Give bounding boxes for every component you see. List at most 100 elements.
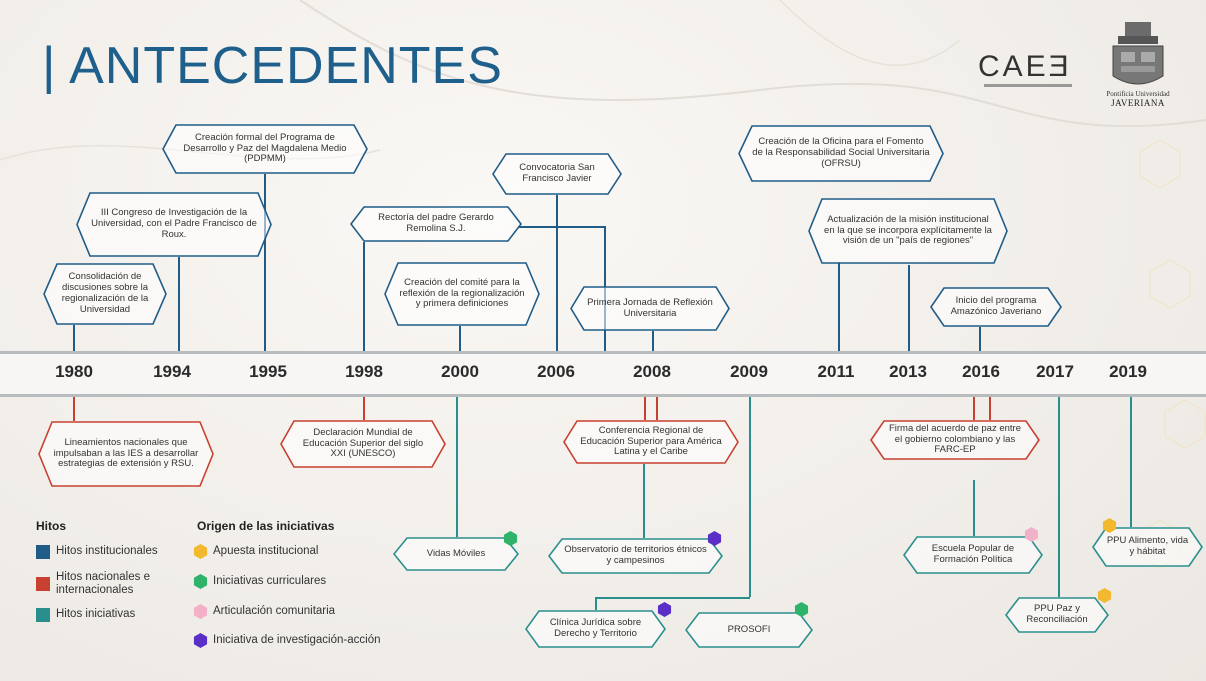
- year-label: 2016: [962, 362, 1000, 381]
- hexagon-frame: [930, 287, 1062, 327]
- connector: [73, 325, 75, 351]
- iniciativa-ppu-paz: PPU Paz y Reconciliación: [1005, 597, 1109, 633]
- iniciativa-clinica-juridica: Clínica Jurídica sobre Derecho y Territo…: [525, 610, 666, 648]
- connector: [595, 597, 597, 610]
- milestone-1998-institucional: Rectoría del padre Gerardo Remolina S.J.: [350, 206, 522, 242]
- legend-hitos-nacionales: Hitos nacionales e internacionales: [56, 571, 150, 596]
- hexagon-frame: [43, 263, 167, 325]
- iniciativa-observatorio: Observatorio de territorios étnicos y ca…: [548, 538, 723, 574]
- iniciativa-prosofi: PROSOFI: [685, 612, 813, 648]
- hexagon-frame: [570, 286, 730, 331]
- connector: [178, 257, 180, 351]
- year-label: 1995: [249, 362, 287, 381]
- connector: [264, 174, 266, 351]
- connector: [749, 397, 751, 597]
- hexagon-frame: [350, 206, 522, 242]
- hexagon-icon: [193, 604, 208, 619]
- hexagon-frame: [280, 420, 446, 468]
- year-label: 2017: [1036, 362, 1074, 381]
- hexagon-frame: [738, 125, 944, 182]
- year-label: 1980: [55, 362, 93, 381]
- year-label: 2011: [817, 362, 855, 381]
- hexagon-frame: [525, 610, 666, 648]
- connector: [73, 397, 75, 421]
- milestone-1980-nacional: Lineamientos nacionales que impulsaban a…: [38, 421, 214, 487]
- milestone-2016-nacional: Firma del acuerdo de paz entre el gobier…: [870, 420, 1040, 460]
- javeriana-subtitle: Pontificia Universidad: [1106, 90, 1170, 98]
- year-label: 2019: [1109, 362, 1147, 381]
- year-label: 1994: [153, 362, 191, 381]
- hexagon-frame: [563, 420, 739, 464]
- iniciativa-vidas-moviles: Vidas Móviles: [393, 537, 519, 571]
- connector: [644, 397, 646, 420]
- legend-investigacion: Iniciativa de investigación-acción: [213, 634, 381, 646]
- hexagon-frame: [808, 198, 1008, 264]
- hexagon-icon: [193, 544, 208, 559]
- iniciativa-escuela-popular: Escuela Popular de Formación Política: [903, 536, 1043, 574]
- connector: [519, 226, 605, 228]
- hexagon-icon: [503, 531, 518, 546]
- hexagon-frame: [76, 192, 272, 257]
- hexagon-icon: [794, 602, 809, 617]
- connector: [656, 397, 658, 420]
- legend-origen-title: Origen de las iniciativas: [197, 519, 335, 533]
- connector: [652, 331, 654, 351]
- year-label: 2013: [889, 362, 927, 381]
- hexagon-icon: [707, 531, 722, 546]
- caee-logo: CAEƎ: [978, 50, 1072, 83]
- year-label: 1998: [345, 362, 383, 381]
- connector: [1130, 397, 1132, 527]
- page-title: | ANTECEDENTES: [42, 37, 503, 95]
- year-label: 2000: [441, 362, 479, 381]
- year-label: 2006: [537, 362, 575, 381]
- hexagon-icon: [193, 633, 208, 648]
- legend-apuesta: Apuesta institucional: [213, 545, 319, 557]
- connector: [643, 464, 645, 538]
- legend-curriculares: Iniciativas curriculares: [213, 575, 327, 587]
- milestone-1994-institucional: III Congreso de Investigación de la Univ…: [76, 192, 272, 257]
- connector: [556, 195, 558, 351]
- connector: [973, 397, 975, 420]
- iniciativa-ppu-alimento: PPU Alimento, vida y hábitat: [1092, 527, 1203, 567]
- caee-logo-underline: [984, 84, 1072, 87]
- milestone-2000-institucional: Creación del comité para la reflexión de…: [384, 262, 540, 326]
- connector: [595, 597, 750, 599]
- hexagon-frame: [492, 153, 622, 195]
- hexagon-frame: [384, 262, 540, 326]
- milestone-2016-institucional: Inicio del programa Amazónico Javeriano: [930, 287, 1062, 327]
- connector: [838, 262, 840, 351]
- milestone-2006-institucional: Convocatoria San Francisco Javier: [492, 153, 622, 195]
- square-icon: [36, 577, 50, 591]
- timeline-bar: [0, 351, 1206, 397]
- javeriana-seal-icon: [1112, 22, 1164, 85]
- year-label: 2009: [730, 362, 768, 381]
- legend-hitos-title: Hitos: [36, 519, 66, 533]
- hexagon-icon: [657, 602, 672, 617]
- hexagon-frame: [1005, 597, 1109, 633]
- hexagon-frame: [38, 421, 214, 487]
- connector: [989, 397, 991, 420]
- connector: [363, 242, 365, 351]
- milestone-1980-institucional: Consolidación de discusiones sobre la re…: [43, 263, 167, 325]
- legend-comunitaria: Articulación comunitaria: [213, 605, 336, 617]
- square-icon: [36, 608, 50, 622]
- connector: [363, 397, 365, 420]
- milestone-1998-nacional: Declaración Mundial de Educación Superio…: [280, 420, 446, 468]
- connector: [908, 265, 910, 351]
- connector: [459, 326, 461, 351]
- milestone-2008-institucional: Primera Jornada de Reflexión Universitar…: [570, 286, 730, 331]
- hexagon-frame: [870, 420, 1040, 460]
- connector: [973, 480, 975, 536]
- milestone-2011-institucional: Creación de la Oficina para el Fomento d…: [738, 125, 944, 182]
- connector: [456, 397, 458, 537]
- hexagon-icon: [1102, 518, 1117, 533]
- milestone-2008-nacional: Conferencia Regional de Educación Superi…: [563, 420, 739, 464]
- hexagon-icon: [1097, 588, 1112, 603]
- milestone-2013-institucional: Actualización de la misión institucional…: [808, 198, 1008, 264]
- legend-hitos-institucionales: Hitos institucionales: [56, 545, 158, 557]
- legend-hitos-iniciativas: Hitos iniciativas: [56, 608, 136, 620]
- hexagon-frame: [162, 124, 368, 174]
- year-label: 2008: [633, 362, 671, 381]
- milestone-1995-institucional: Creación formal del Programa de Desarrol…: [162, 124, 368, 174]
